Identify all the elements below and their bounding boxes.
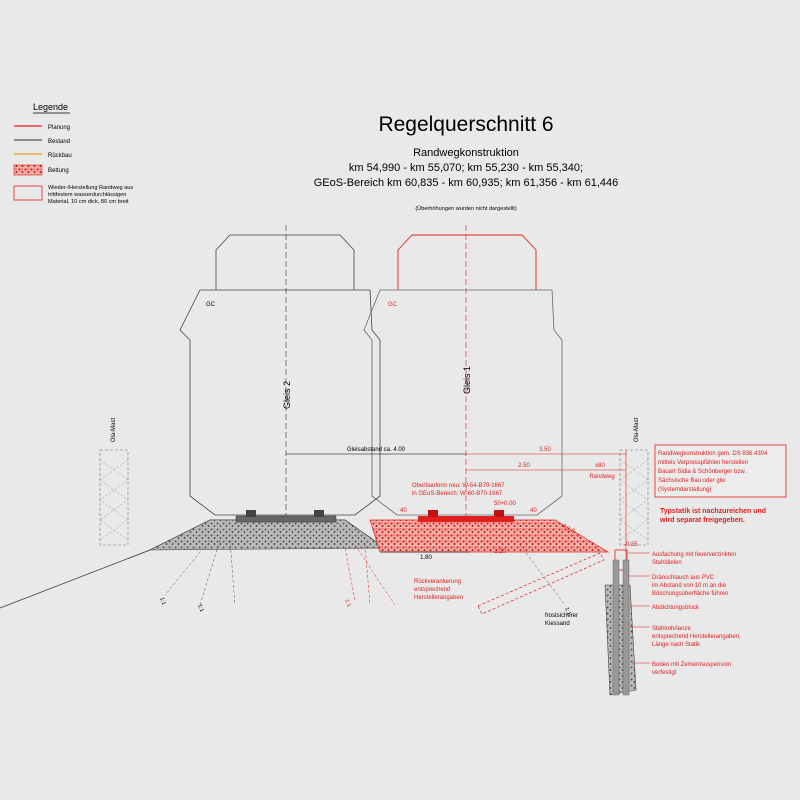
track-2-sleeper — [235, 515, 337, 523]
legend-randweg-line: Wieder-/Herstellung Randweg aus — [48, 185, 133, 191]
ola-mast-label-right: Ola-Mast — [634, 418, 640, 443]
slope-label: 1:1 — [158, 597, 166, 606]
box-line: Bauart Sidia & Schönberger bzw. — [658, 469, 746, 475]
dimension-50: 50+0.00 — [494, 501, 517, 507]
dimension-gleisabstand: Gleisabstand ca. 4.00 — [347, 447, 406, 453]
annotation: Dränschlauch aus PVC — [652, 575, 715, 581]
typstatik-note-2: wird separat freigegeben. — [659, 517, 745, 524]
page-title: Regelquerschnitt 6 — [378, 113, 553, 136]
legend: Legende Planung Bestand Rückbau Bettung … — [13, 102, 133, 205]
box-line: mittels Verpresspfählen herstellen — [658, 460, 748, 466]
title-block: Regelquerschnitt 6 Randwegkonstruktion k… — [314, 113, 618, 212]
legend-heading: Legende — [33, 102, 68, 112]
track-2-rail-left — [246, 510, 256, 517]
annotation: Stahldielen — [652, 560, 682, 566]
dimension-180: 1.80 — [420, 555, 432, 561]
annotation: Ausfachung mit feuerverzinkten — [652, 552, 736, 558]
slope-label: 1:1 — [196, 604, 204, 613]
legend-label-bettung: Bettung — [48, 168, 69, 174]
frostschutz-line-2: Kiessand — [545, 621, 570, 627]
track-2-clearance-profile: GC — [179, 225, 381, 523]
slope-label: 1:1 — [343, 599, 351, 608]
slope-lines: 1:1 1:1 1:1 1:1 — [158, 539, 571, 616]
back-anchor: Rückverankerung entsprechend Herstellera… — [414, 552, 605, 627]
legend-label-bestand: Bestand — [48, 139, 70, 145]
oberbauform-line-1: Oberbauform neu: W-54-B70-1667 — [412, 483, 505, 489]
annotation: verfestigt — [652, 670, 677, 676]
km-range-line-2: GEoS-Bereich km 60,835 - km 60,935; km 6… — [314, 177, 618, 189]
legend-swatch-bettung — [13, 164, 43, 176]
annotation: Abdichtungsblock — [652, 605, 700, 611]
dimension-x80: x80 — [595, 463, 605, 469]
dimension-40-right: 40 — [530, 508, 537, 514]
dimension-350: 3.50 — [539, 447, 551, 453]
annotation: Böschungsoberfläche führen — [652, 591, 728, 597]
annotation: Länge nach Statik — [652, 642, 701, 648]
existing-ballast — [149, 519, 386, 551]
box-line: Sächsische Bau oder glw. — [658, 478, 727, 484]
track-1-rail-left — [428, 510, 438, 517]
gc-label-left: GC — [206, 302, 216, 308]
legend-label-planung: Planung — [48, 125, 70, 131]
elevation-085: -0.85 — [624, 542, 638, 548]
ola-mast-label-left: Ola-Mast — [111, 418, 117, 443]
annotation: entsprechend Herstellerangaben, — [652, 634, 741, 640]
rueckverankerung-line-1: Rückverankerung — [414, 579, 461, 585]
rueckverankerung-line-2: entsprechend — [414, 587, 450, 593]
frostschutz-line-1: frostsicherer — [545, 613, 578, 619]
dimension-250: 2.50 — [518, 463, 530, 469]
randweg-label: Randweg — [589, 474, 614, 480]
legend-randweg-line: Material, 10 cm dick, 80 cm breit — [48, 199, 129, 205]
right-annotations: Ausfachung mit feuerverzinkten Stahldiel… — [628, 552, 741, 676]
legend-randweg-line: trittfestem wasserdurchlässigen — [48, 192, 126, 198]
dimension-40-left: 40 — [400, 508, 407, 514]
subtitle: Randwegkonstruktion — [413, 147, 519, 159]
box-line: (Systemdarstellung) — [658, 487, 711, 493]
superelevation-note: (Überhöhungen wurden nicht dargestellt) — [415, 205, 517, 212]
construction-note-box: Randwegkonstruktion gem. DS 836.4304 mit… — [654, 444, 787, 524]
annotation: Stahlrohrlanze — [652, 626, 691, 632]
ola-mast-left: Ola-Mast — [99, 418, 129, 546]
typstatik-note-1: Typstatik ist nachzureichen und — [660, 508, 766, 515]
slope-120: 1:20 — [494, 549, 506, 555]
track-1-sleeper — [418, 516, 514, 522]
rueckverankerung-line-3: Herstellerangaben — [414, 595, 463, 601]
legend-swatch-randweg — [13, 185, 43, 201]
randweg-piles — [604, 549, 637, 696]
track-1-clearance-profile: GC — [363, 225, 563, 522]
annotation: Boden mit Zementsuspension — [652, 662, 731, 668]
slope-label: 1:1 — [563, 607, 571, 616]
track-2-label: Gleis 2 — [282, 381, 292, 409]
gc-label-right: GC — [388, 302, 398, 308]
box-line: Randwegkonstruktion gem. DS 836.4304 — [658, 451, 768, 457]
ola-mast-right: Ola-Mast — [619, 418, 649, 546]
track-1-label: Gleis 1 — [462, 366, 472, 394]
track-2-rail-right — [314, 510, 324, 517]
planned-ballast — [369, 519, 610, 553]
oberbauform-line-2: in GEoS-Bereich: W-60-B70-1667 — [412, 491, 503, 497]
km-range-line-1: km 54,990 - km 55,070; km 55,230 - km 55… — [349, 162, 583, 174]
legend-label-rueckbau: Rückbau — [48, 153, 72, 159]
annotation: im Abstand von 10 m an die — [652, 583, 727, 589]
track-1-rail-right — [494, 510, 504, 517]
